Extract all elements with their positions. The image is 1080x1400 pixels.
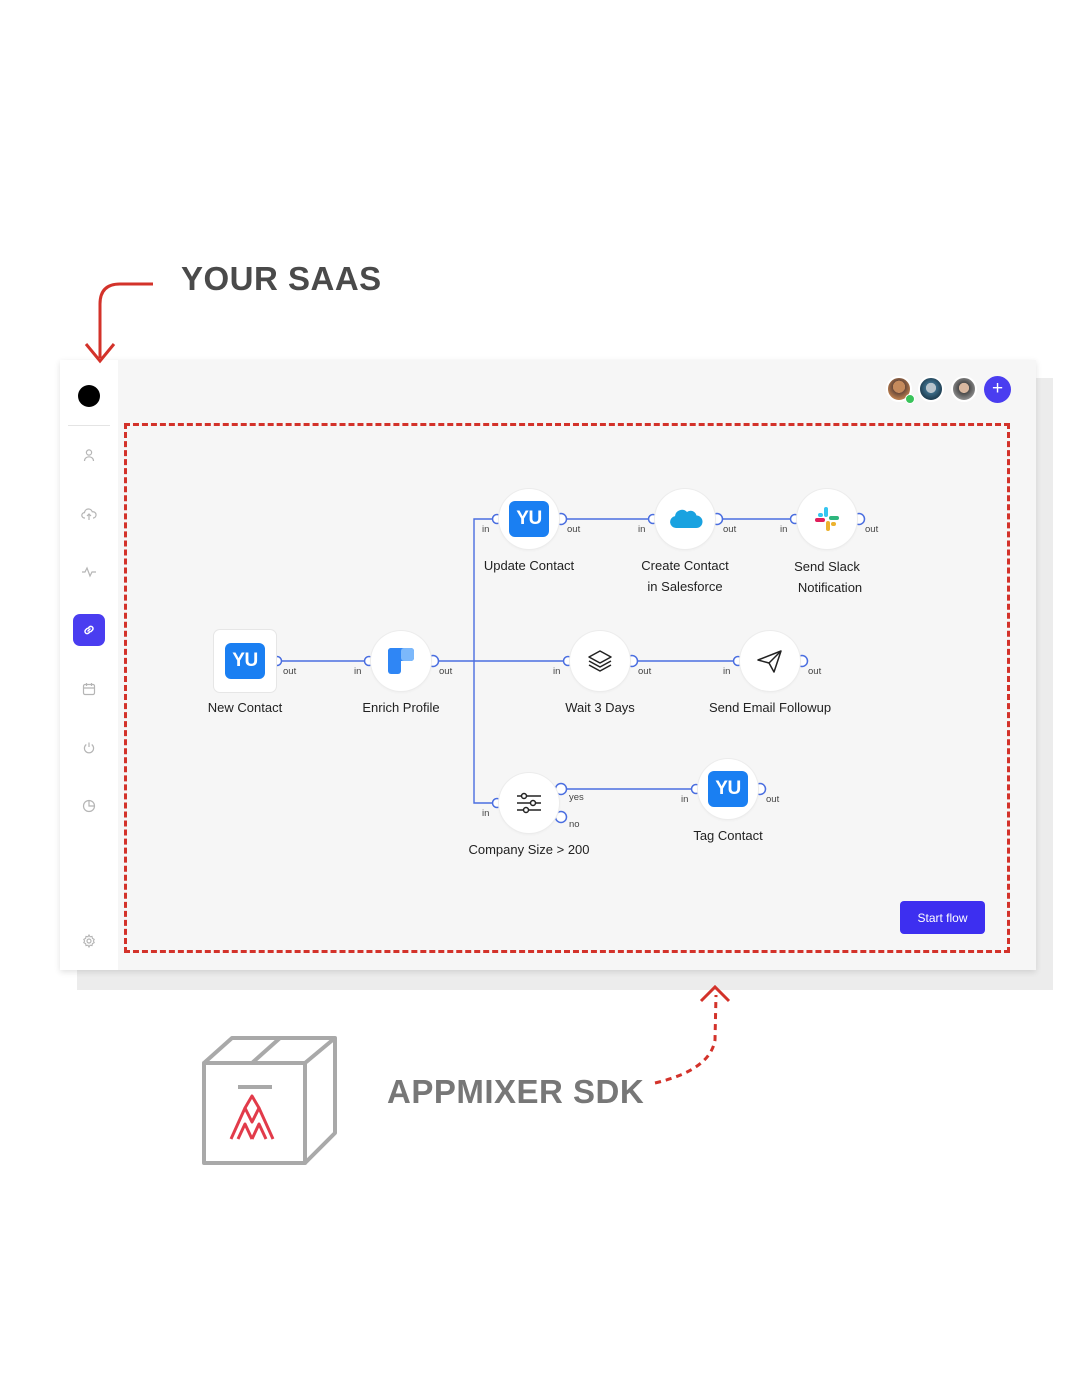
link-icon[interactable] <box>73 614 105 646</box>
port-label-in: in <box>354 666 362 677</box>
port-label-out: out <box>567 524 581 535</box>
settings-icon[interactable] <box>80 932 98 950</box>
appmixer-logo-icon <box>229 1094 275 1140</box>
port-label-in: in <box>638 524 646 535</box>
box-side <box>303 1038 337 1165</box>
port-label-in: in <box>482 808 490 819</box>
port-label-in: in <box>780 524 788 535</box>
node-label-create-contact: Create Contact <box>641 558 729 573</box>
yu-app-icon: YU <box>509 501 549 537</box>
send-icon <box>757 650 782 673</box>
node-send-email[interactable] <box>740 631 800 691</box>
node-label-create-contact-line2: in Salesforce <box>647 579 723 594</box>
port-label-in: in <box>482 524 490 535</box>
node-label-send-email: Send Email Followup <box>708 700 832 715</box>
port-label-in: in <box>681 794 689 805</box>
add-user-button[interactable]: + <box>984 376 1011 403</box>
node-label-new-contact: New Contact <box>207 700 283 715</box>
node-create-contact-salesforce[interactable] <box>655 489 715 549</box>
link-trunk-down <box>473 661 497 804</box>
saas-arrow <box>98 282 153 358</box>
pie-chart-icon[interactable] <box>80 797 98 815</box>
port-label-out: out <box>439 666 453 677</box>
activity-icon[interactable] <box>80 563 98 581</box>
sdk-arrowhead <box>699 984 731 1003</box>
avatar-user-3[interactable] <box>951 376 977 402</box>
port-label-out: out <box>766 794 780 805</box>
node-enrich-profile[interactable] <box>371 631 431 691</box>
yu-app-icon: YU <box>225 643 265 679</box>
user-icon[interactable] <box>80 446 98 464</box>
port-label-yes: yes <box>569 792 584 803</box>
node-tag-contact[interactable]: YU <box>698 759 758 819</box>
node-update-contact[interactable]: YU <box>499 489 559 549</box>
port-label-out: out <box>723 524 737 535</box>
sidebar <box>60 360 118 970</box>
sdk-embed-area <box>124 423 1010 953</box>
link-trunk <box>433 518 497 662</box>
port-label-in: in <box>723 666 731 677</box>
node-send-slack[interactable] <box>797 489 857 549</box>
node-new-contact[interactable]: YU <box>214 630 276 692</box>
port-label-out: out <box>865 524 879 535</box>
node-company-size[interactable] <box>499 773 559 833</box>
box-front <box>202 1061 307 1165</box>
box-top <box>202 1036 337 1065</box>
node-label-enrich-profile: Enrich Profile <box>362 700 440 715</box>
node-wait[interactable] <box>570 631 630 691</box>
cloud-upload-icon[interactable] <box>80 505 98 523</box>
power-icon[interactable] <box>80 739 98 757</box>
calendar-icon[interactable] <box>80 680 98 698</box>
app-logo[interactable] <box>78 385 100 407</box>
node-label-send-slack-line2: Notification <box>797 580 863 595</box>
online-status-dot <box>905 394 915 404</box>
appmixer-sdk-callout: APPMIXER SDK <box>387 1073 645 1110</box>
node-label-wait: Wait 3 Days <box>565 700 635 715</box>
box-tape <box>250 1036 282 1065</box>
avatar-user-2[interactable] <box>918 376 944 402</box>
node-label-tag-contact: Tag Contact <box>693 828 763 843</box>
port-label-out: out <box>283 666 297 677</box>
port-label-out: out <box>638 666 652 677</box>
slack-icon <box>815 507 839 531</box>
saas-arrowhead <box>84 343 116 364</box>
node-label-send-slack: Send Slack <box>794 559 860 574</box>
your-saas-callout: YOUR SAAS <box>181 260 382 297</box>
port-label-out: out <box>808 666 822 677</box>
port-label-no: no <box>569 819 580 830</box>
node-label-update-contact: Update Contact <box>483 558 575 573</box>
filter-sliders-icon <box>517 792 541 814</box>
sidebar-divider <box>68 425 110 426</box>
yu-app-icon: YU <box>708 771 748 807</box>
start-flow-button[interactable]: Start flow <box>900 901 985 934</box>
enrich-app-icon <box>388 648 414 674</box>
salesforce-cloud-icon <box>670 509 703 529</box>
port-label-in: in <box>553 666 561 677</box>
node-label-company-size: Company Size > 200 <box>468 842 590 857</box>
layers-icon <box>588 650 612 672</box>
sdk-arrow <box>654 994 718 1085</box>
